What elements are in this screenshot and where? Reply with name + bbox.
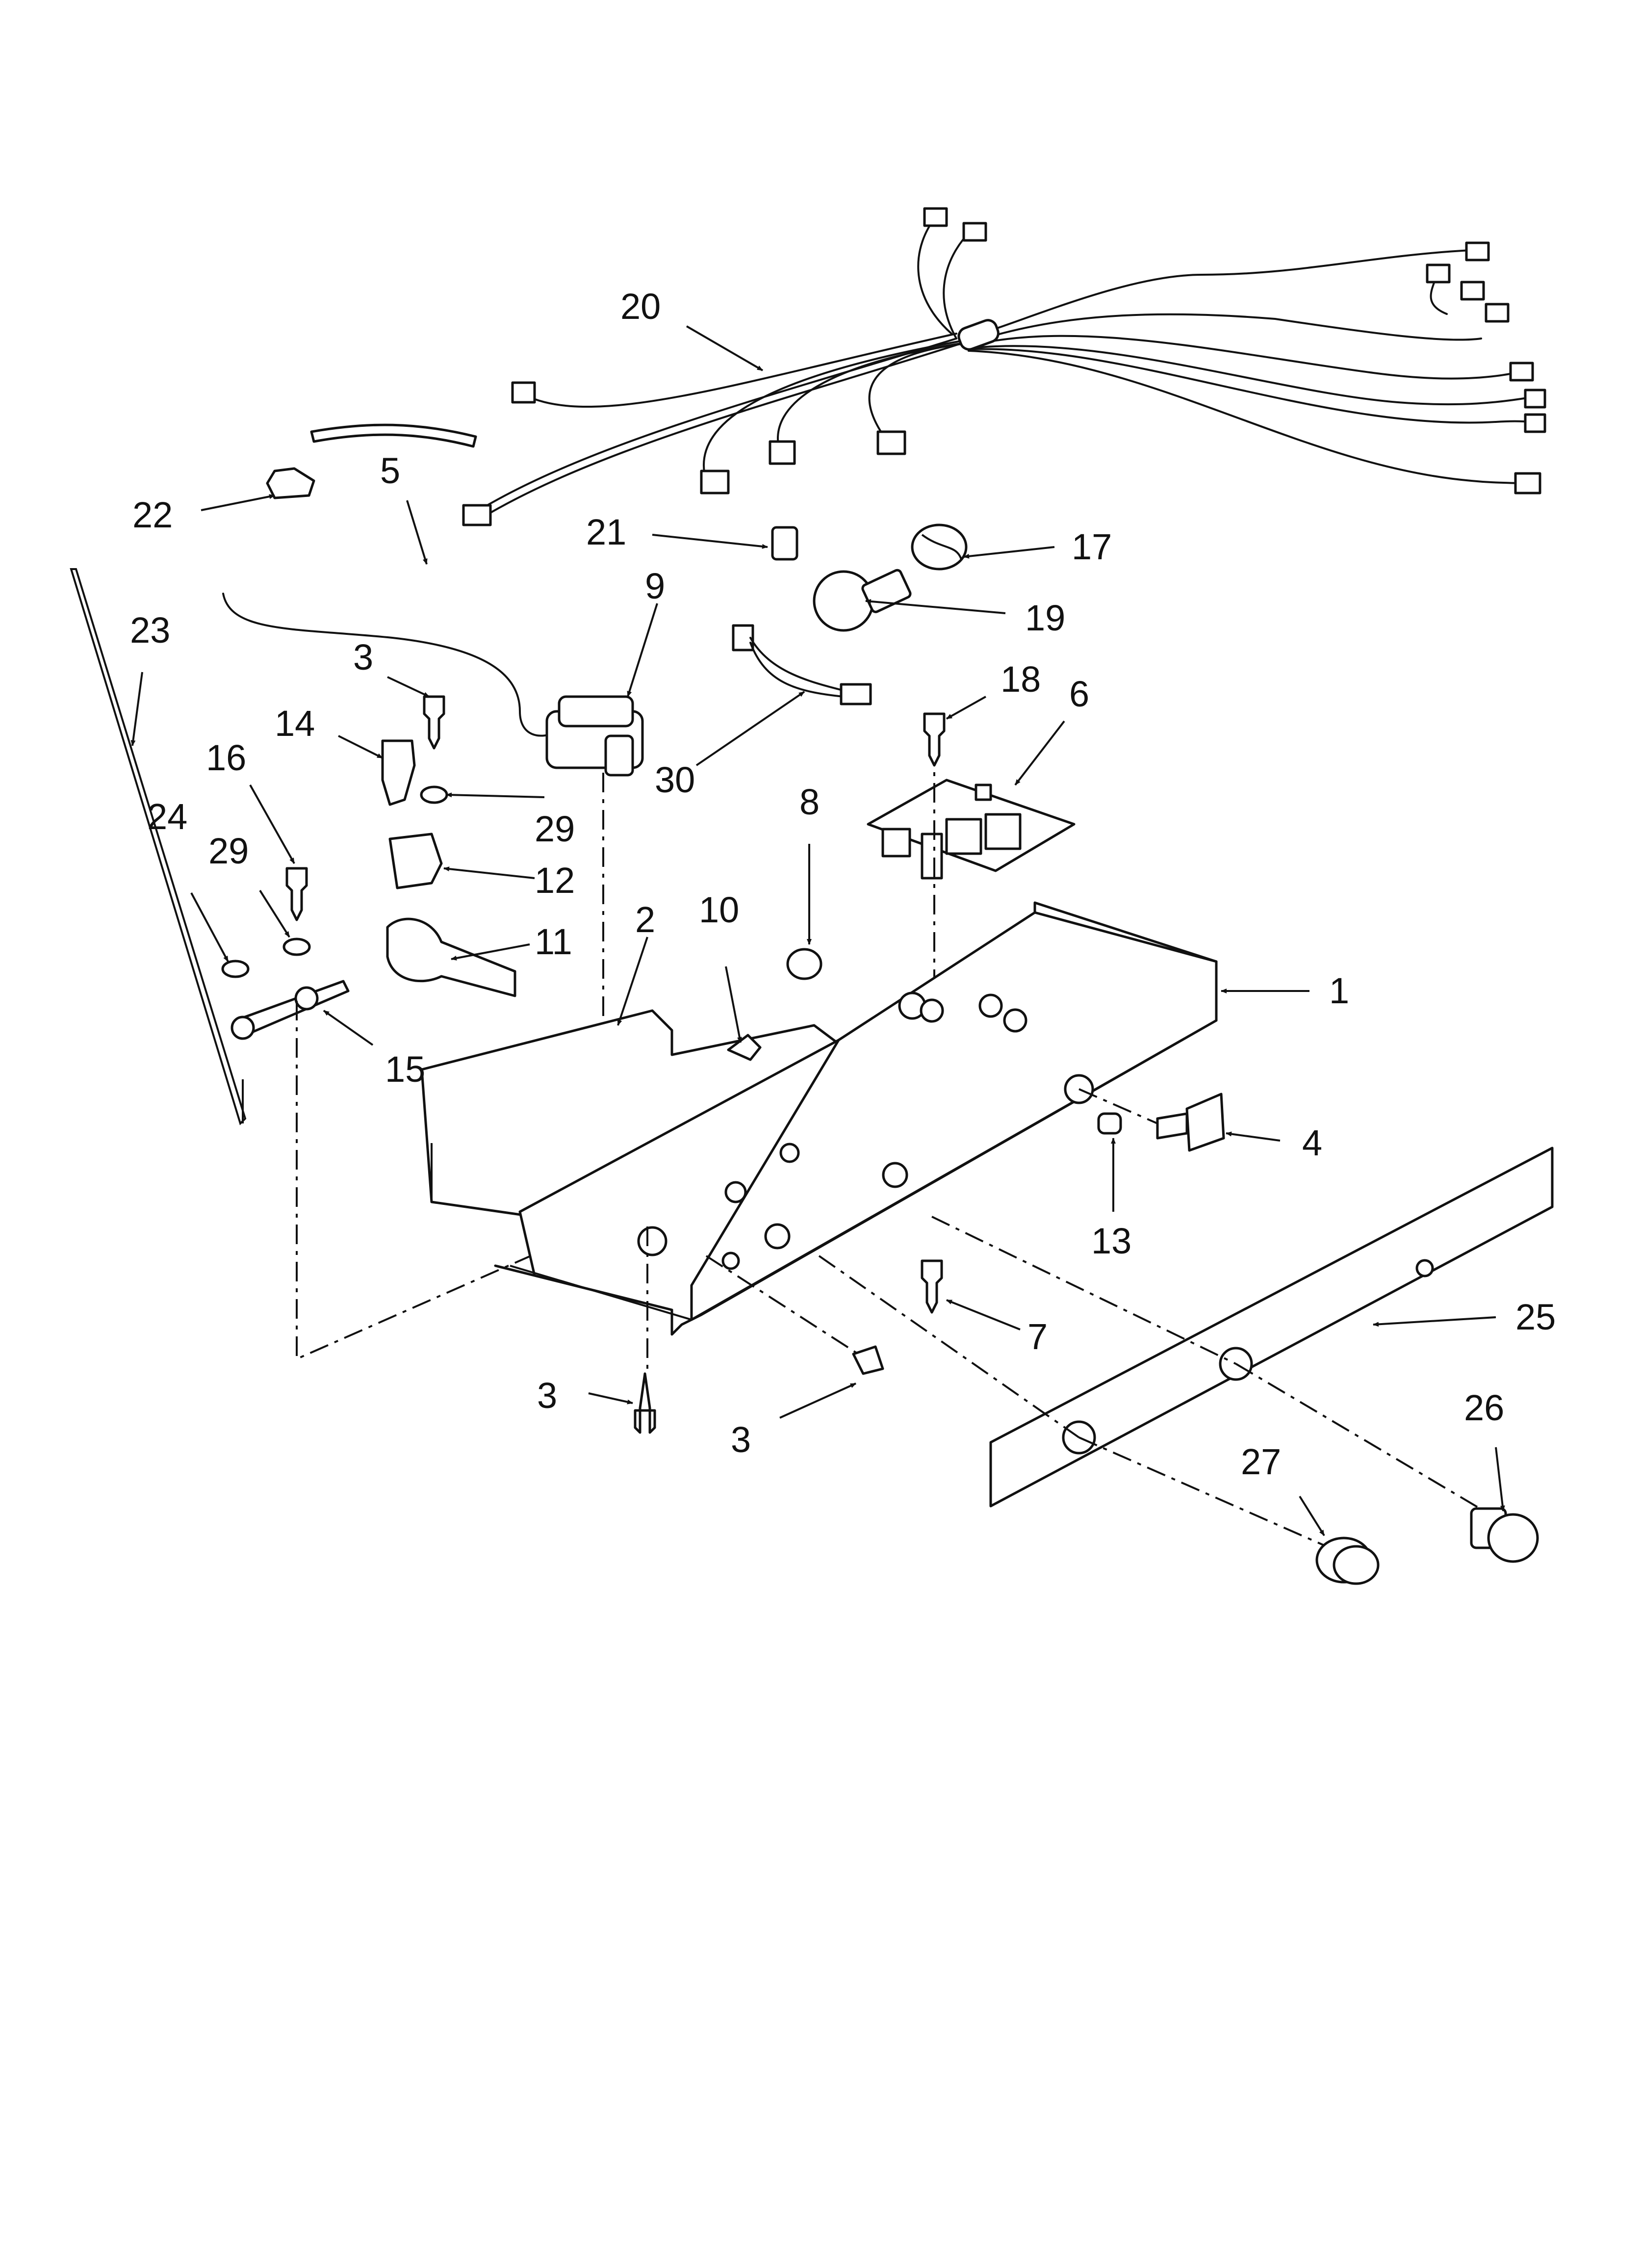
- callout-16: 16: [206, 737, 246, 778]
- screw-7: [921, 1259, 943, 1314]
- switch: [1078, 1088, 1225, 1152]
- callout-3-bottom-left: 3: [537, 1375, 557, 1416]
- callout-5: 5: [380, 450, 400, 491]
- tube: [310, 423, 477, 448]
- callout-18: 18: [1001, 659, 1041, 700]
- knob-26: [1470, 1507, 1539, 1563]
- callout-10: 10: [699, 889, 739, 930]
- callout-9: 9: [645, 566, 665, 606]
- control-housing: [494, 901, 1218, 1336]
- screw: [923, 712, 946, 767]
- light-bulb: [813, 570, 874, 632]
- callout-3-bottom-right: 3: [731, 1419, 751, 1460]
- control-board: [867, 746, 1076, 1030]
- callout-6: 6: [1069, 674, 1089, 714]
- callout-2: 2: [635, 899, 655, 940]
- knob-27: [1315, 1537, 1380, 1585]
- callout-21: 21: [586, 512, 626, 552]
- callout-27: 27: [1241, 1441, 1281, 1482]
- screw-3-side: [852, 1345, 884, 1375]
- clip: [266, 467, 315, 499]
- rod: [70, 568, 247, 1125]
- callout-29-right: 29: [535, 808, 575, 849]
- callout-13: 13: [1091, 1221, 1131, 1261]
- callout-11: 11: [535, 921, 572, 962]
- callout-14: 14: [275, 703, 315, 744]
- callout-30: 30: [655, 759, 695, 800]
- screw-3-bottom: [634, 1372, 656, 1434]
- callout-7: 7: [1027, 1316, 1048, 1357]
- callout-20: 20: [620, 286, 661, 327]
- grommet: [786, 948, 822, 980]
- callout-15: 15: [385, 1049, 425, 1090]
- damper-control: [545, 695, 644, 1030]
- callout-8: 8: [799, 782, 820, 822]
- callout-3-top: 3: [353, 637, 373, 678]
- callout-19: 19: [1025, 598, 1065, 638]
- wire-harness: [462, 207, 1546, 526]
- callout-17: 17: [1072, 526, 1112, 567]
- fascia-panel: [818, 1147, 1554, 1546]
- callout-24: 24: [147, 796, 187, 837]
- clip-bracket: [381, 739, 416, 806]
- callout-29-left: 29: [208, 831, 249, 871]
- leader-lines: [130, 325, 1505, 1537]
- callout-25: 25: [1515, 1297, 1556, 1337]
- callout-22: 22: [132, 495, 173, 535]
- control-shaft: [386, 917, 516, 997]
- light-socket: [911, 523, 968, 571]
- button: [1097, 1112, 1122, 1135]
- callout-26: 26: [1464, 1387, 1504, 1428]
- callout-1: 1: [1329, 970, 1349, 1011]
- callout-23: 23: [130, 610, 170, 651]
- callout-12: 12: [535, 860, 575, 901]
- ballast: [771, 526, 798, 561]
- callout-4: 4: [1302, 1122, 1322, 1163]
